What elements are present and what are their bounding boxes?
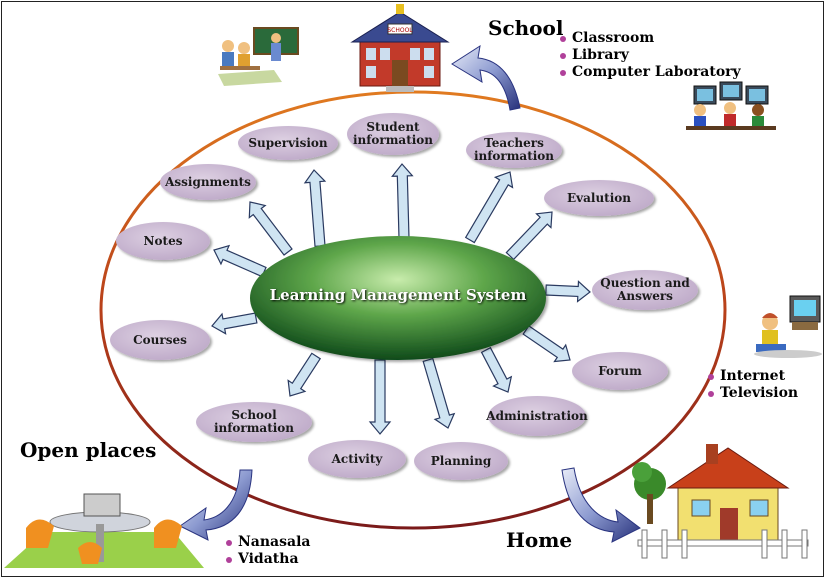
node-activity: Activity (331, 451, 383, 466)
node-evalution: Evalution (566, 190, 631, 205)
bullet-icon (560, 53, 566, 59)
node-school-information: School information (213, 408, 295, 435)
node-ellipse-teachers-information (466, 132, 562, 168)
spoke-arrow (391, 163, 414, 239)
place-school-label: School (488, 16, 564, 40)
spoke-arrow (505, 211, 553, 261)
list-item: Library (560, 47, 741, 64)
spoke-arrow (522, 325, 571, 363)
place-open-places-label: Open places (20, 438, 157, 462)
node-teachers-information: Teachers information (473, 136, 555, 163)
list-item: Vidatha (226, 551, 310, 568)
node-ellipse-question-and-answers (592, 270, 698, 310)
spoke-arrow (422, 357, 456, 429)
outdoor-table-icon (4, 493, 204, 568)
spoke-arrow (248, 201, 293, 256)
computer-lab-icon (686, 81, 776, 130)
node-planning: Planning (430, 453, 492, 468)
spoke-arrow (303, 169, 327, 248)
bullet-icon (708, 374, 714, 380)
school-building-icon: SCHOOL (350, 4, 450, 92)
node-ellipse-school-information (196, 402, 312, 442)
house-icon (632, 444, 809, 559)
node-ellipse-activity (308, 440, 406, 478)
spoke-arrows (211, 163, 591, 435)
spoke-arrow (211, 312, 258, 335)
list-item: Classroom (560, 30, 741, 47)
school-items-list: Classroom Library Computer Laboratory (560, 30, 741, 81)
list-item: Nanasala (226, 534, 310, 551)
bullet-icon (226, 540, 232, 546)
list-item: Internet (708, 368, 798, 385)
node-ellipse-assignments (160, 164, 256, 200)
curved-arrow-open-places (179, 469, 253, 541)
node-assignments: Assignments (165, 174, 251, 189)
bullet-icon (560, 70, 566, 76)
node-ellipse-student-information (347, 113, 439, 155)
node-ellipse-evalution (544, 180, 654, 216)
list-item: Television (708, 385, 798, 402)
bullet-icon (226, 557, 232, 563)
curved-arrow-home (561, 467, 641, 543)
node-forum: Forum (598, 363, 642, 378)
node-ellipse-forum (572, 352, 668, 390)
bullet-icon (560, 36, 566, 42)
node-ellipse-courses (110, 320, 210, 360)
svg-text:SCHOOL: SCHOOL (387, 27, 413, 34)
spoke-arrow (545, 280, 591, 303)
node-administration: Administration (486, 408, 588, 423)
node-courses: Courses (133, 332, 187, 347)
bullet-icon (708, 391, 714, 397)
spoke-arrow (213, 244, 267, 278)
home-media-list: Internet Television (708, 368, 798, 402)
center-ellipse (250, 236, 546, 360)
lms-center-label: Learning Management System (269, 286, 527, 304)
node-notes: Notes (143, 233, 183, 248)
spoke-arrow (287, 352, 322, 397)
place-home-label: Home (506, 528, 573, 552)
node-supervision: Supervision (248, 135, 328, 150)
node-ellipse-planning (414, 442, 508, 480)
node-student-information: Student information (352, 120, 434, 147)
spoke-arrow (464, 171, 514, 244)
classroom-teacher-icon (218, 27, 299, 86)
list-item: Computer Laboratory (560, 64, 741, 81)
curved-arrow-school (451, 44, 521, 111)
spoke-arrow (480, 346, 513, 393)
node-question-and-answers: Question and Answers (600, 276, 690, 303)
node-ellipse-supervision (238, 126, 338, 160)
node-ellipse-administration (488, 396, 586, 436)
child-watching-tv-icon (754, 295, 822, 358)
open-places-items-list: Nanasala Vidatha (226, 534, 310, 568)
node-ellipse-notes (116, 222, 210, 260)
topic-nodes (110, 113, 698, 480)
spoke-arrow (368, 359, 392, 435)
